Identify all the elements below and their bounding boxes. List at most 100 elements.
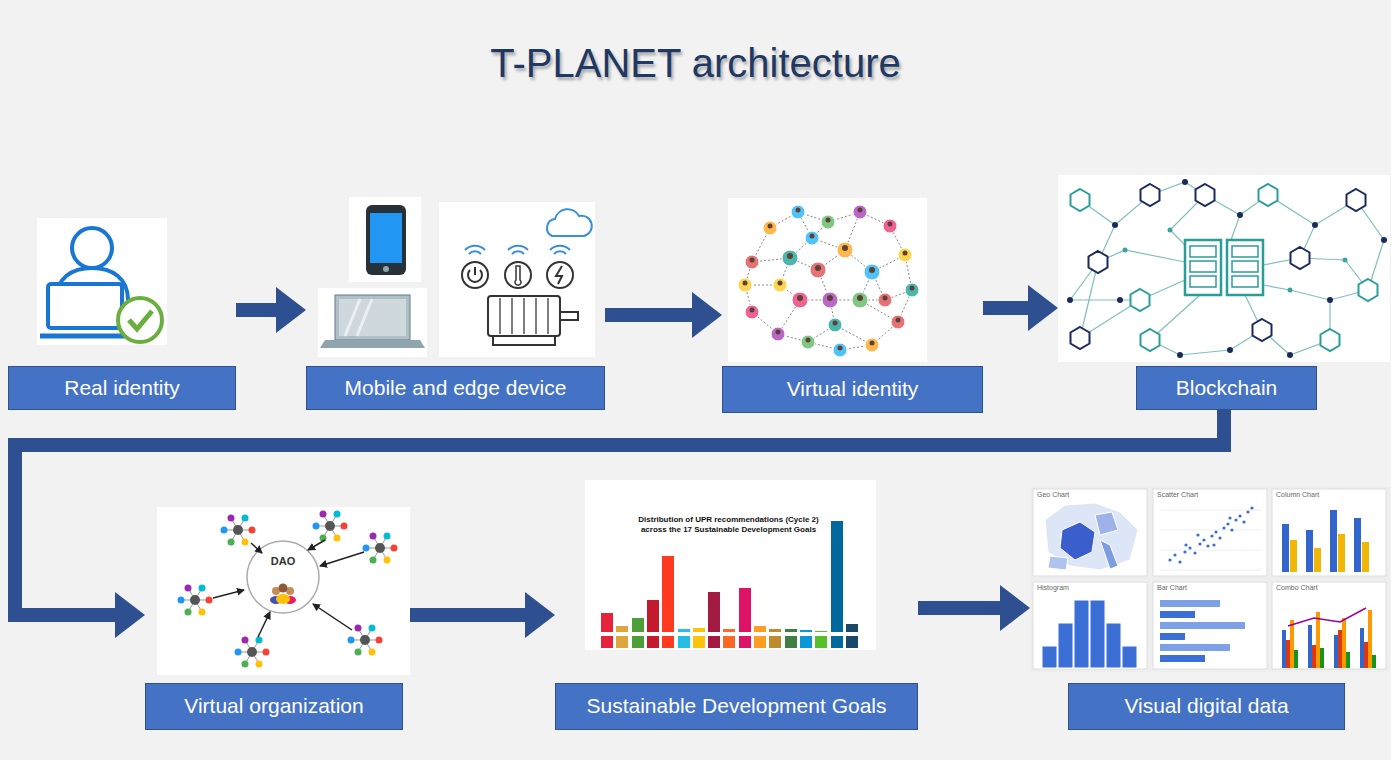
real-identity-icon-part — [40, 334, 132, 339]
chart-gallery-part — [1160, 633, 1185, 640]
chart-gallery-part-part — [1184, 543, 1187, 546]
sdg-bar-chart-part — [708, 592, 720, 632]
blockchain-network-part-part — [1177, 352, 1183, 358]
chart-gallery-part-part — [1168, 558, 1171, 561]
chart-gallery-part — [1100, 540, 1118, 569]
identity-network-part-part — [865, 338, 879, 352]
sdg-bar-chart-part-part — [831, 636, 843, 648]
sdg-bar-chart-part — [815, 631, 827, 632]
dao-illustration — [157, 507, 410, 675]
sdg-bar-chart-part — [601, 636, 858, 648]
identity-network-part-part — [842, 245, 848, 251]
real-identity-icon-part — [118, 298, 162, 342]
sdg-bar-chart-part — [785, 629, 797, 632]
identity-network-part-part — [898, 248, 912, 262]
chart-gallery-part-part — [1153, 489, 1267, 576]
chart-gallery-part — [1045, 503, 1138, 570]
flow-arrow — [236, 303, 278, 317]
identity-network-part-part — [791, 205, 805, 219]
chart-gallery-part — [1160, 611, 1195, 618]
identity-network-part-part — [743, 281, 748, 286]
sdg-bar-chart-part — [585, 480, 876, 650]
identity-network-part-part — [763, 221, 777, 235]
process-step: Virtual organization — [145, 505, 410, 730]
blockchain-network-part-part — [1190, 276, 1216, 287]
chart-gallery-part — [1290, 540, 1297, 572]
label-band: Virtual identity — [722, 366, 983, 413]
chart-gallery-part-part — [1360, 628, 1364, 668]
blockchain-network-part-part — [1359, 279, 1378, 301]
blockchain-network-part — [1070, 182, 1384, 355]
step-label: Mobile and edge device — [345, 375, 567, 401]
identity-network-part-part — [821, 215, 835, 229]
identity-network-part-part — [810, 262, 826, 278]
blockchain-network-part-part — [1141, 329, 1160, 351]
blockchain-network-part-part — [1071, 327, 1090, 349]
dao-illustration-part — [221, 515, 256, 546]
identity-network-part-part — [805, 231, 819, 245]
device-icons-part — [547, 262, 573, 288]
chart-gallery-part-part — [1242, 520, 1245, 523]
sdg-bar-chart-part — [616, 626, 628, 632]
identity-network-part-part — [750, 308, 755, 313]
illustration-label: Scatter Chart — [1157, 491, 1257, 499]
label-text: Bar Chart — [1157, 584, 1187, 591]
chart-gallery-part — [1160, 655, 1205, 662]
blockchain-network-part-part — [1117, 297, 1123, 303]
device-icons-part — [349, 197, 421, 282]
blockchain-network-part-part — [1196, 184, 1215, 206]
blockchain-network-part-part — [1190, 261, 1216, 272]
real-identity-icon-part — [37, 218, 167, 345]
blockchain-network-part-part — [1232, 276, 1258, 287]
sdg-bar-chart-part — [769, 629, 781, 632]
blockchain-network-part — [1190, 246, 1258, 287]
identity-network-part-part — [776, 330, 781, 335]
label-text: Scatter Chart — [1157, 491, 1198, 498]
chart-gallery-part-part — [1210, 534, 1213, 537]
blockchain-network-part-part — [1112, 222, 1118, 228]
chart-gallery-part-part — [1122, 646, 1137, 668]
sdg-bar-chart-part-part — [708, 636, 720, 648]
identity-network-part-part — [796, 208, 801, 213]
process-step: Real identity — [8, 215, 236, 410]
dao-illustration-part — [213, 540, 364, 637]
device-icons-part — [465, 246, 570, 254]
chart-gallery-part — [1282, 524, 1289, 572]
device-icons — [318, 197, 595, 357]
chart-gallery-part — [1160, 600, 1220, 607]
chart-gallery-part-part — [1106, 623, 1121, 668]
dao-illustration-part — [178, 585, 213, 616]
identity-network-part-part — [773, 278, 787, 292]
sdg-bar-chart-part — [678, 629, 690, 632]
label-band: Sustainable Development Goals — [555, 683, 918, 730]
sdg-bar-chart-part-part — [632, 636, 644, 648]
real-identity-icon — [37, 218, 167, 345]
process-step: Mobile and edge device — [306, 195, 605, 410]
identity-network-part-part — [864, 264, 880, 280]
chart-gallery-part-part — [1058, 623, 1073, 668]
sdg-bar-chart-part — [846, 624, 858, 632]
identity-network-part-part — [891, 315, 905, 329]
device-icons-part — [335, 295, 410, 340]
blockchain-network-part-part — [1321, 329, 1340, 351]
device-icons-part — [468, 267, 482, 282]
chart-gallery-part-part — [1288, 608, 1366, 626]
chart-gallery-part — [1042, 600, 1137, 668]
chart-gallery-part — [1160, 622, 1245, 629]
chart-gallery-part-part — [1228, 516, 1231, 519]
blockchain-network-part-part — [1071, 189, 1090, 211]
chart-gallery-part — [1168, 506, 1253, 563]
chart-gallery-part-part — [1250, 506, 1253, 509]
identity-network-part-part — [910, 286, 915, 291]
real-identity-icon-part — [129, 311, 152, 329]
chart-gallery-part-part — [1042, 646, 1057, 668]
illustration-label: Column Chart — [1276, 491, 1376, 499]
identity-network-part-part — [883, 219, 897, 233]
sdg-bar-chart-part — [831, 521, 843, 632]
chart-gallery-part-part — [1198, 542, 1201, 545]
identity-network-part-part — [810, 234, 815, 239]
blockchain-network-part-part — [1089, 251, 1108, 273]
chart-gallery-part-part — [1364, 642, 1368, 668]
chart-gallery-part-part — [1290, 620, 1294, 668]
